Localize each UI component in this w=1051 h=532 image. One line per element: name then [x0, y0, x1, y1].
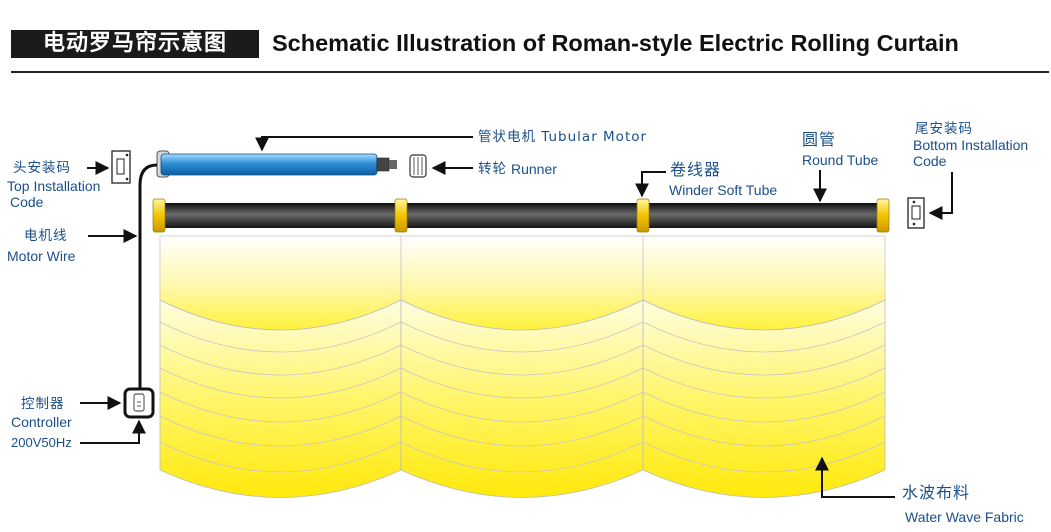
label-controller-en: Controller [11, 414, 72, 430]
arrow-winder [635, 171, 666, 198]
label-top-install-en-1: Top Installation [7, 178, 101, 194]
label-motor-wire-cn: 电机线 [24, 228, 68, 244]
runner-icon [409, 154, 427, 178]
label-winder-cn: 卷线器 [670, 160, 722, 179]
arrow-bottom-install [928, 172, 953, 220]
controller-icon [123, 387, 155, 419]
label-round-tube-en: Round Tube [802, 152, 879, 168]
arrow-tubular-motor [255, 136, 473, 152]
winder-2 [636, 198, 650, 233]
label-fabric-en: Water Wave Fabric [905, 509, 1024, 525]
title-english: Schematic Illustration of Roman-style El… [272, 30, 959, 56]
label-fabric-cn: 水波布料 [902, 483, 971, 502]
arrow-power [80, 419, 146, 444]
title-underline [11, 71, 1049, 73]
label-controller-cn: 控制器 [21, 396, 65, 412]
label-bottom-install-en-1: Bottom Installation [913, 137, 1029, 153]
label-motor-wire-en: Motor Wire [7, 248, 76, 264]
fabric-panel-2 [400, 235, 644, 498]
label-round-tube-cn: 圆管 [802, 130, 837, 149]
title-chinese: 电动罗马帘示意图 [11, 30, 259, 58]
label-power-supply: 200V50Hz [11, 435, 72, 450]
bottom-installation-bracket-icon [907, 197, 925, 229]
label-winder-en: Winder Soft Tube [669, 182, 778, 198]
water-wave-fabric [159, 235, 886, 498]
label-runner-en: Runner [511, 161, 557, 177]
label-bottom-install-cn: 尾安装码 [915, 121, 973, 137]
label-bottom-install-en-2: Code [913, 153, 947, 169]
tubular-motor [156, 150, 397, 178]
label-tubular-motor: 管状电机 Tubular Motor [478, 129, 648, 145]
winder-1 [394, 198, 408, 233]
fabric-panel-3 [642, 235, 886, 498]
annotation-arrows [80, 136, 953, 498]
round-tube [152, 198, 890, 233]
label-runner-cn: 转轮 [478, 161, 507, 177]
label-top-install-en-2: Code [10, 194, 44, 210]
motor-wire [138, 163, 158, 388]
label-top-install-cn: 头安装码 [13, 160, 71, 176]
fabric-panel-1 [159, 235, 402, 498]
top-installation-bracket-icon [111, 150, 131, 184]
arrow-fabric [815, 456, 895, 498]
